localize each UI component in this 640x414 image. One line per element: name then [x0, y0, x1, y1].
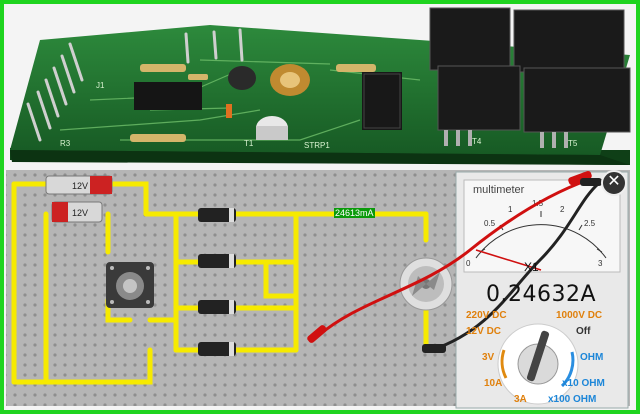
dial-label-x10-ohm[interactable]: x10 OHM [562, 378, 605, 389]
dial-label-x100-ohm[interactable]: x100 OHM [548, 394, 597, 405]
dial-label-220v[interactable]: 220V DC [466, 310, 507, 321]
diodes [198, 208, 236, 356]
multimeter-title: multimeter [473, 184, 525, 196]
close-icon: ✕ [607, 173, 621, 190]
dial-label-1000v[interactable]: 1000V DC [556, 310, 603, 321]
multimeter-reading: 0.24632A [486, 282, 597, 307]
scale-tick-5: 2.5 [584, 219, 596, 228]
multimeter-multiplier: X1 [524, 260, 539, 274]
scale-tick-6: 3 [598, 259, 603, 268]
fan[interactable] [399, 257, 453, 311]
current-readout-label: 24613mA [334, 208, 375, 218]
dial-label-3v[interactable]: 3V [482, 352, 495, 363]
multimeter-panel: 0 0.5 1 1.5 2 2.5 3 [455, 171, 629, 409]
dial-label-off[interactable]: Off [576, 326, 591, 337]
black-probe[interactable] [422, 178, 602, 353]
close-multimeter-button[interactable]: ✕ [601, 170, 627, 196]
dial-label-12v[interactable]: 12V DC [466, 326, 502, 337]
switch[interactable] [106, 262, 154, 308]
scale-tick-4: 2 [560, 205, 565, 214]
pcb-label-t5: T5 [568, 139, 578, 148]
pcb-label-t4: T4 [472, 137, 482, 146]
pcb-label-strp1: STRP1 [304, 141, 330, 150]
scale-tick-1: 0.5 [484, 219, 496, 228]
battery-top-label: 12V [72, 181, 88, 191]
pcb-label-t1: T1 [244, 139, 254, 148]
battery-top[interactable]: 12V [45, 175, 113, 195]
scale-tick-0: 0 [466, 259, 471, 268]
dial-label-10a[interactable]: 10A [484, 378, 503, 389]
red-probe[interactable] [306, 170, 593, 344]
pcb-3d-view: R3 J1 T1 STRP1 T4 T5 [8, 7, 631, 165]
pcb-label-r3: R3 [60, 139, 71, 148]
scale-tick-2: 1 [508, 205, 513, 214]
battery-bottom-label: 12V [72, 208, 88, 218]
dial-label-ohm[interactable]: OHM [580, 352, 604, 363]
pcb-label-j1: J1 [96, 81, 105, 90]
dial-label-3a[interactable]: 3A [514, 394, 527, 405]
battery-bottom[interactable]: 12V [51, 201, 103, 223]
